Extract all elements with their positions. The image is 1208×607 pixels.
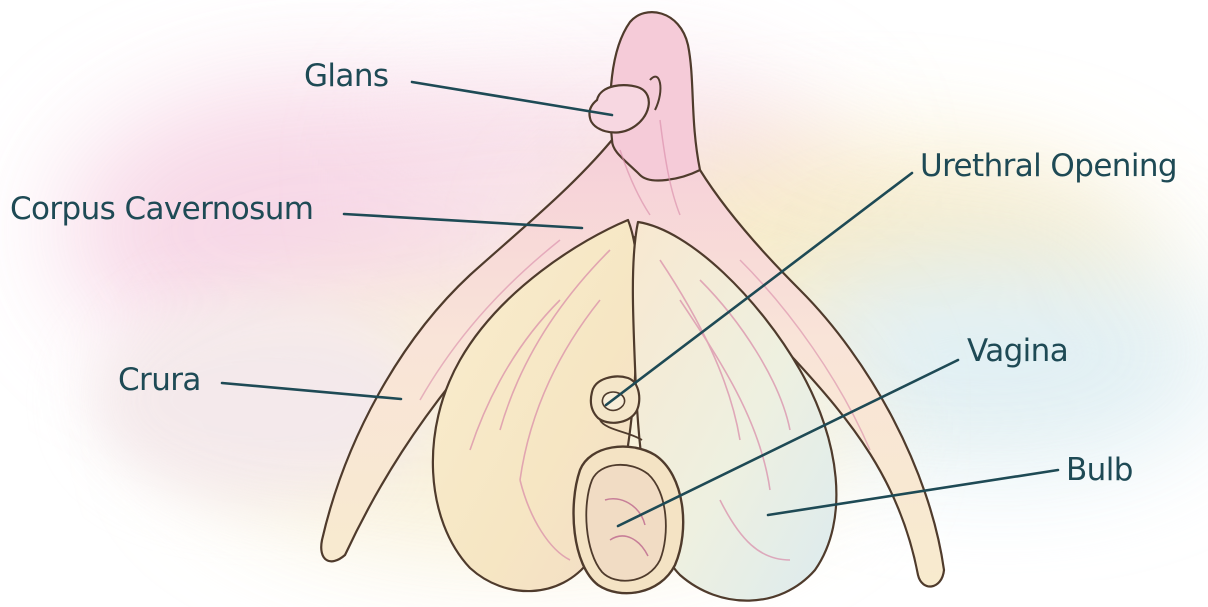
label-crura: Crura (118, 362, 201, 398)
label-urethral-opening: Urethral Opening (920, 148, 1177, 184)
label-vagina: Vagina (967, 333, 1068, 369)
label-glans: Glans (304, 58, 388, 94)
label-bulb: Bulb (1066, 452, 1133, 488)
label-corpus-cavernosum: Corpus Cavernosum (10, 191, 313, 227)
